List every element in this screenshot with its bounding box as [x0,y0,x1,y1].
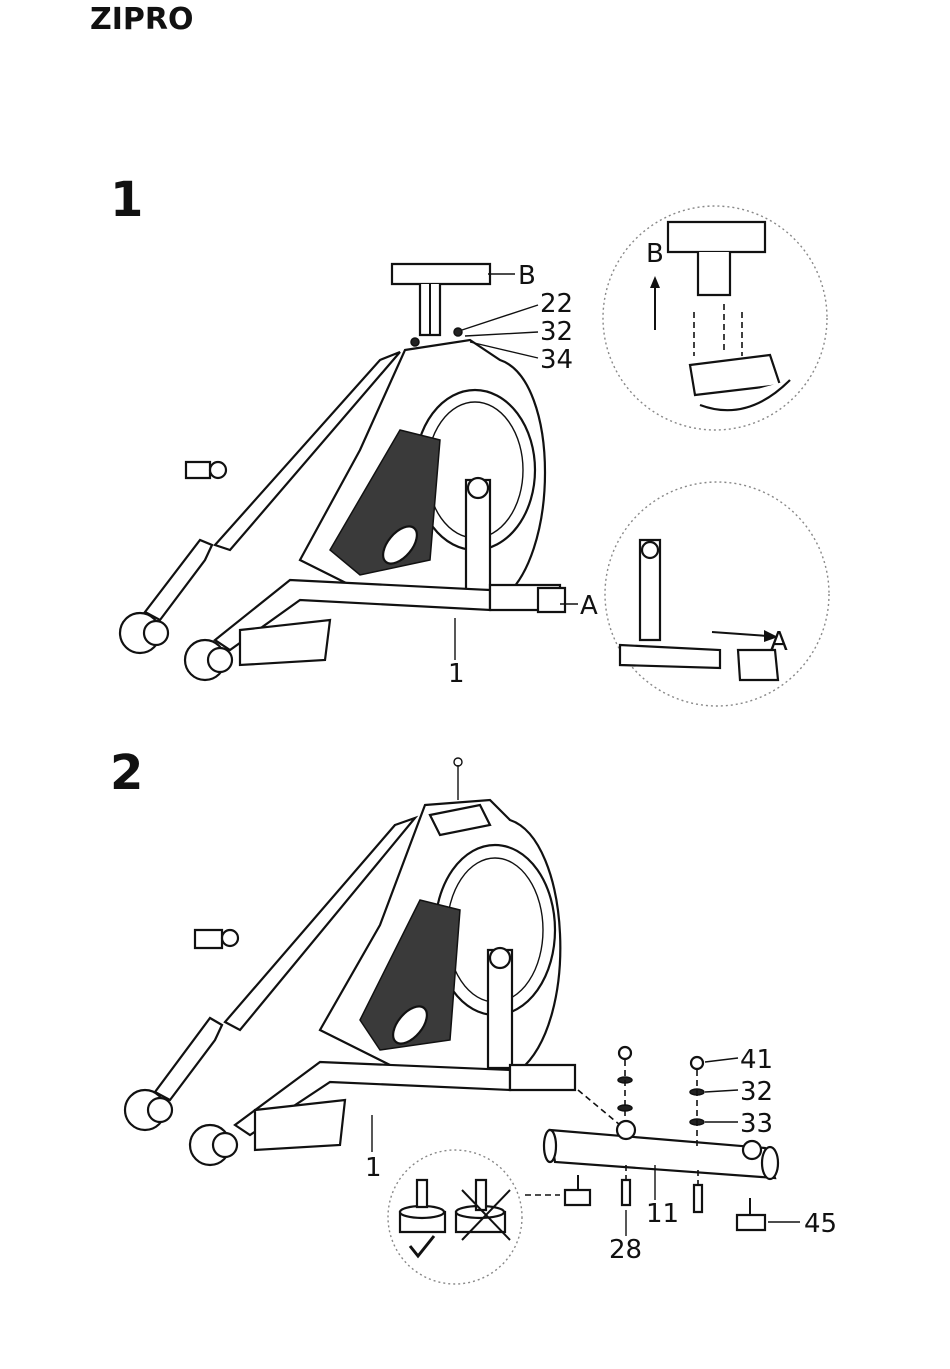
checkmark-icon [410,1236,434,1256]
main-frame-2 [125,758,575,1165]
label-28: 28 [609,1235,642,1265]
label-1: 1 [448,659,465,689]
detail-circle-cap: A [605,482,829,706]
handlebar-b [392,264,490,335]
label-41: 41 [740,1045,773,1075]
main-frame [120,328,565,680]
detail-circle-feet [388,1150,560,1284]
detail-label-a: A [770,627,788,657]
label-32-step2: 32 [740,1077,773,1107]
label-45: 45 [804,1209,837,1239]
label-33: 33 [740,1109,773,1139]
label-1-step2: 1 [365,1153,382,1183]
detail-label-b: B [646,239,664,269]
label-32: 32 [540,317,573,347]
label-11: 11 [646,1199,679,1229]
label-a: A [580,591,598,621]
label-b: B [518,261,536,291]
label-22: 22 [540,289,573,319]
step-1-drawing: B 22 32 34 A 1 B A [120,206,829,706]
step-2-drawing: 41 32 33 45 11 28 1 [125,758,837,1284]
detail-circle-handlebar: B [603,206,827,430]
label-34: 34 [540,345,573,375]
